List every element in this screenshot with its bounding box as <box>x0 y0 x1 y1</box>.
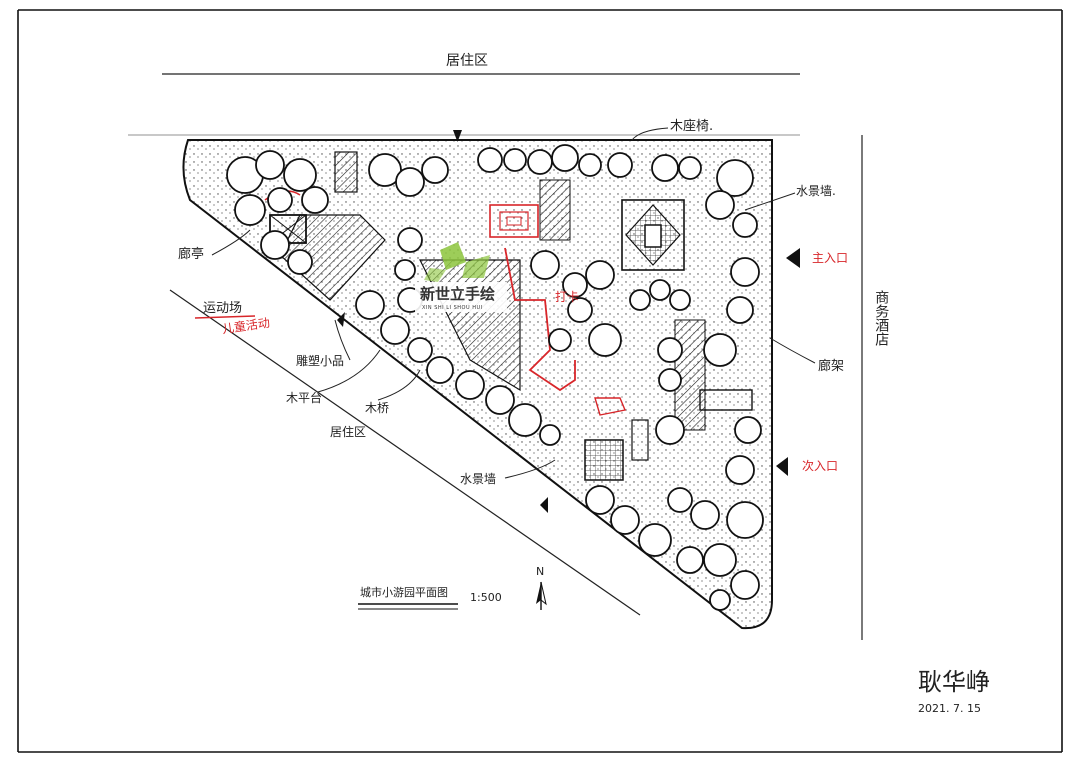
signature-name: 耿华峥 <box>918 668 990 696</box>
secondary-entrance-arrow <box>776 457 788 476</box>
watermark-name: 新世立手绘 <box>420 285 496 303</box>
north-arrow <box>536 581 547 610</box>
signature-date: 2021. 7. 15 <box>918 702 981 715</box>
red-punch-in-path <box>504 247 576 392</box>
label-pavilion: 廊亭 <box>178 247 205 262</box>
watermark-logo <box>424 242 490 282</box>
label-commercial-hotel: 商务酒店 <box>873 290 890 346</box>
label-water-feature-wall-2: 水景墙 <box>460 472 497 486</box>
label-main-entrance: 主入口 <box>812 251 849 265</box>
diagonal-street-line <box>169 289 641 616</box>
north-label: N <box>536 565 545 578</box>
label-secondary-entrance: 次入口 <box>802 459 839 473</box>
leader-lines <box>211 127 816 479</box>
red-markup-feature <box>489 204 539 238</box>
tree-canopies <box>226 144 764 611</box>
watermark-pinyin: XIN SHI LI SHOU HUI <box>422 305 483 311</box>
label-wooden-bridge: 木桥 <box>365 401 390 415</box>
label-residential-top: 居住区 <box>446 53 488 69</box>
label-wooden-bench: 木座椅. <box>670 119 714 134</box>
watermark-box <box>415 282 507 312</box>
label-residential-left: 居住区 <box>330 425 367 439</box>
label-punch-in: 打卡 <box>555 290 580 304</box>
label-sculpture: 雕塑小品 <box>296 354 345 368</box>
north-entrance-arrow <box>453 130 462 142</box>
main-entrance-arrow <box>786 248 800 268</box>
label-wooden-platform: 木平台 <box>286 391 323 405</box>
label-sports-field: 运动场 <box>203 301 243 316</box>
label-water-feature-wall: 水景墙. <box>796 184 836 198</box>
grid-plaza <box>584 439 624 481</box>
plan-scale: 1:500 <box>470 591 502 604</box>
plan-title: 城市小游园平面图 <box>360 586 448 599</box>
label-pergola: 廊架 <box>818 359 845 374</box>
water-feature-square <box>621 199 685 271</box>
